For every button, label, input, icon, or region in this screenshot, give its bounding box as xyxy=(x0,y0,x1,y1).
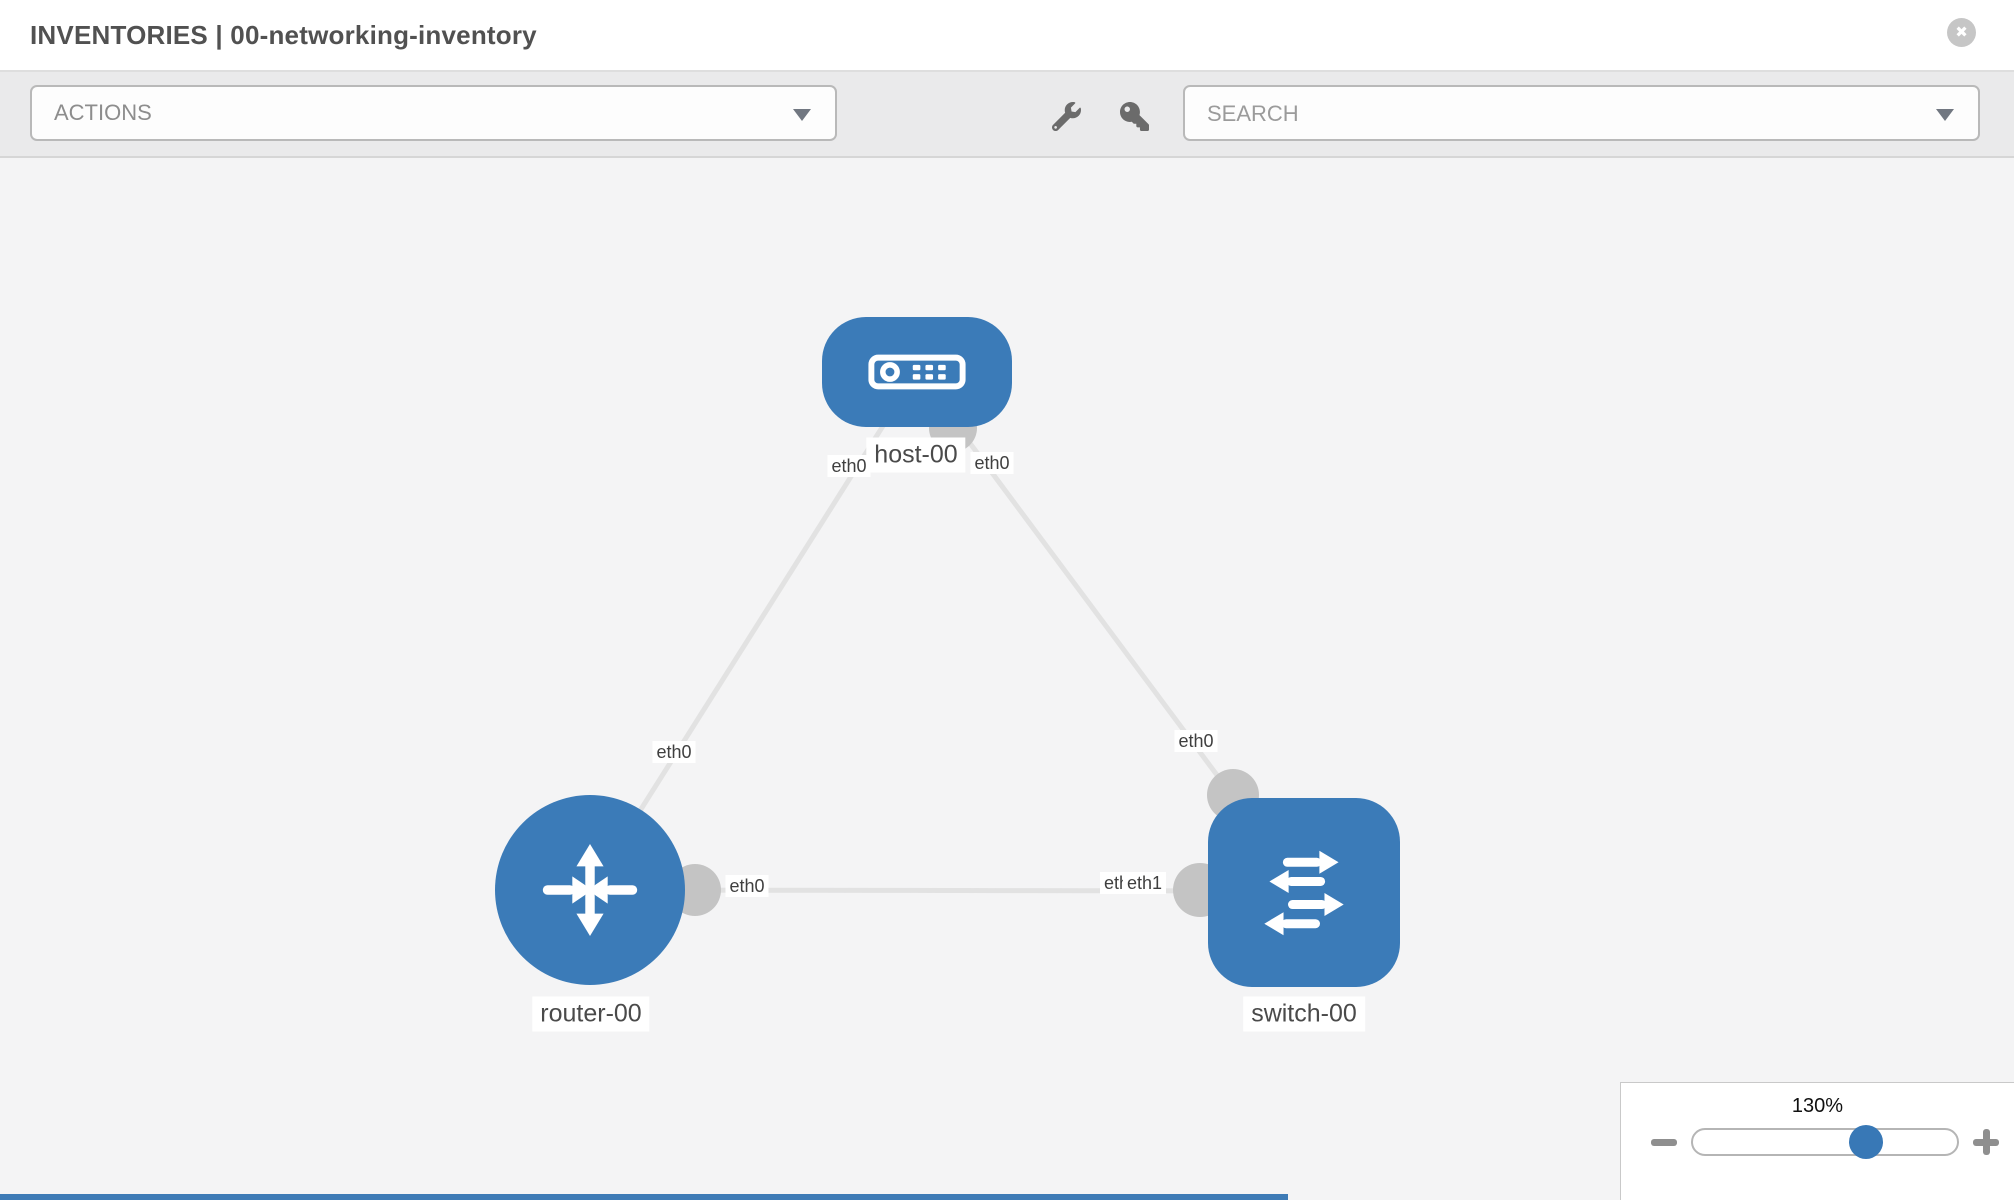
actions-dropdown-label: ACTIONS xyxy=(54,100,152,125)
zoom-slider-thumb[interactable] xyxy=(1849,1125,1883,1159)
wrench-icon xyxy=(1051,101,1081,131)
chevron-down-icon xyxy=(793,109,811,121)
host-icon xyxy=(868,354,966,390)
links-layer xyxy=(587,370,1307,917)
zoom-in-button[interactable] xyxy=(1971,1127,2001,1157)
router-icon xyxy=(542,843,638,937)
node-switch-00[interactable] xyxy=(1208,798,1400,987)
close-button[interactable]: ✖ xyxy=(1947,18,1976,47)
search-box[interactable] xyxy=(1183,85,1980,141)
minus-icon xyxy=(1651,1139,1677,1146)
zoom-slider[interactable] xyxy=(1691,1125,1959,1159)
plus-icon xyxy=(1983,1129,1990,1155)
search-input[interactable] xyxy=(1205,91,1899,137)
app-header: INVENTORIES | 00-networking-inventory ✖ xyxy=(0,0,2014,72)
node-label-host: host-00 xyxy=(866,437,966,473)
topology-canvas[interactable]: host-00 router-00 switch-00 eth0 eth0 et… xyxy=(0,158,2014,1200)
interface-label-eth0: eth0 xyxy=(1174,730,1218,752)
interface-label-eth0: eth0 xyxy=(827,455,871,477)
zoom-out-button[interactable] xyxy=(1649,1127,1679,1157)
switch-icon xyxy=(1264,850,1344,935)
configure-tools-button[interactable] xyxy=(1046,96,1086,136)
key-icon xyxy=(1119,101,1149,131)
close-icon: ✖ xyxy=(1955,24,1968,41)
toolbar: ACTIONS xyxy=(0,72,2014,158)
node-host-00[interactable] xyxy=(822,317,1012,427)
chevron-down-icon xyxy=(1936,109,1954,121)
viewport-edge-bar xyxy=(0,1194,1288,1200)
node-router-00[interactable] xyxy=(495,795,685,985)
zoom-panel: 130% xyxy=(1620,1082,2014,1200)
node-label-router: router-00 xyxy=(532,996,650,1032)
interface-label-eth1: eth1 xyxy=(1123,872,1167,894)
zoom-level-value: 130% xyxy=(1791,1095,1844,1117)
node-label-switch: switch-00 xyxy=(1243,996,1365,1032)
interface-label-eth0: eth0 xyxy=(652,741,696,763)
page-title: INVENTORIES | 00-networking-inventory xyxy=(30,20,537,50)
actions-dropdown[interactable]: ACTIONS xyxy=(30,85,837,141)
interface-label-eth0: eth0 xyxy=(725,875,769,897)
credentials-button[interactable] xyxy=(1114,96,1154,136)
interface-label-eth0: eth0 xyxy=(970,452,1014,474)
